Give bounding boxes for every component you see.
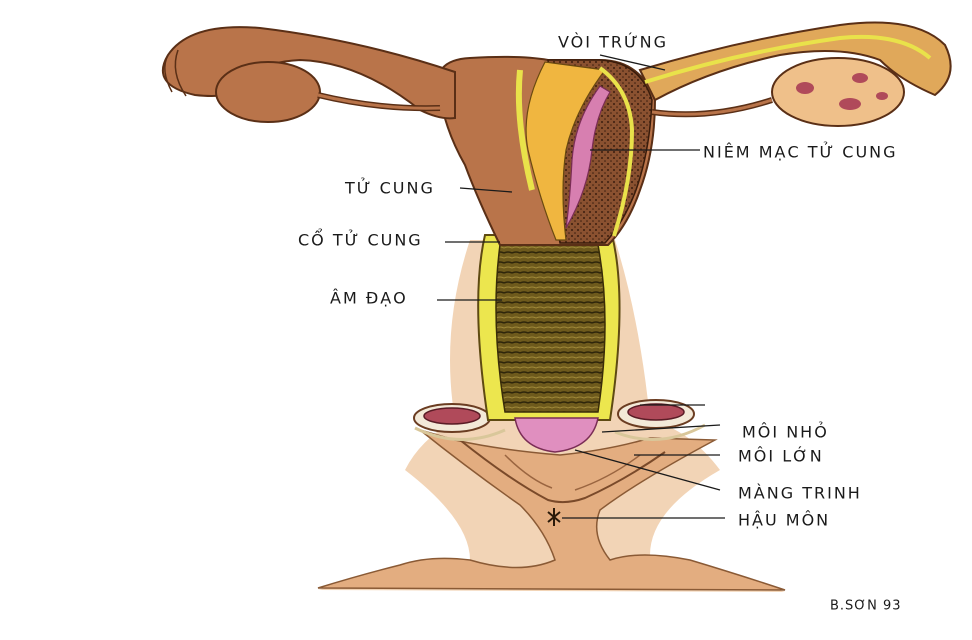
label-endometrium: NIÊM MẠC TỬ CUNG — [703, 143, 898, 162]
label-labia-minora: MÔI NHỎ — [742, 423, 829, 442]
label-fallopian-tube: VÒI TRỨNG — [558, 33, 668, 52]
label-labia-majora: MÔI LỚN — [738, 447, 824, 466]
label-vagina: ÂM ĐẠO — [330, 289, 408, 308]
vulva-region — [318, 430, 785, 590]
left-ovary — [216, 62, 320, 122]
right-ovary — [772, 58, 904, 126]
label-cervix: CỔ TỬ CUNG — [298, 231, 423, 250]
label-hymen: MÀNG TRINH — [738, 484, 862, 503]
vaginal-canal — [496, 245, 605, 412]
label-anus: HẬU MÔN — [738, 511, 830, 530]
label-uterus: TỬ CUNG — [345, 179, 435, 198]
artist-signature: B.SƠN 93 — [830, 599, 902, 614]
